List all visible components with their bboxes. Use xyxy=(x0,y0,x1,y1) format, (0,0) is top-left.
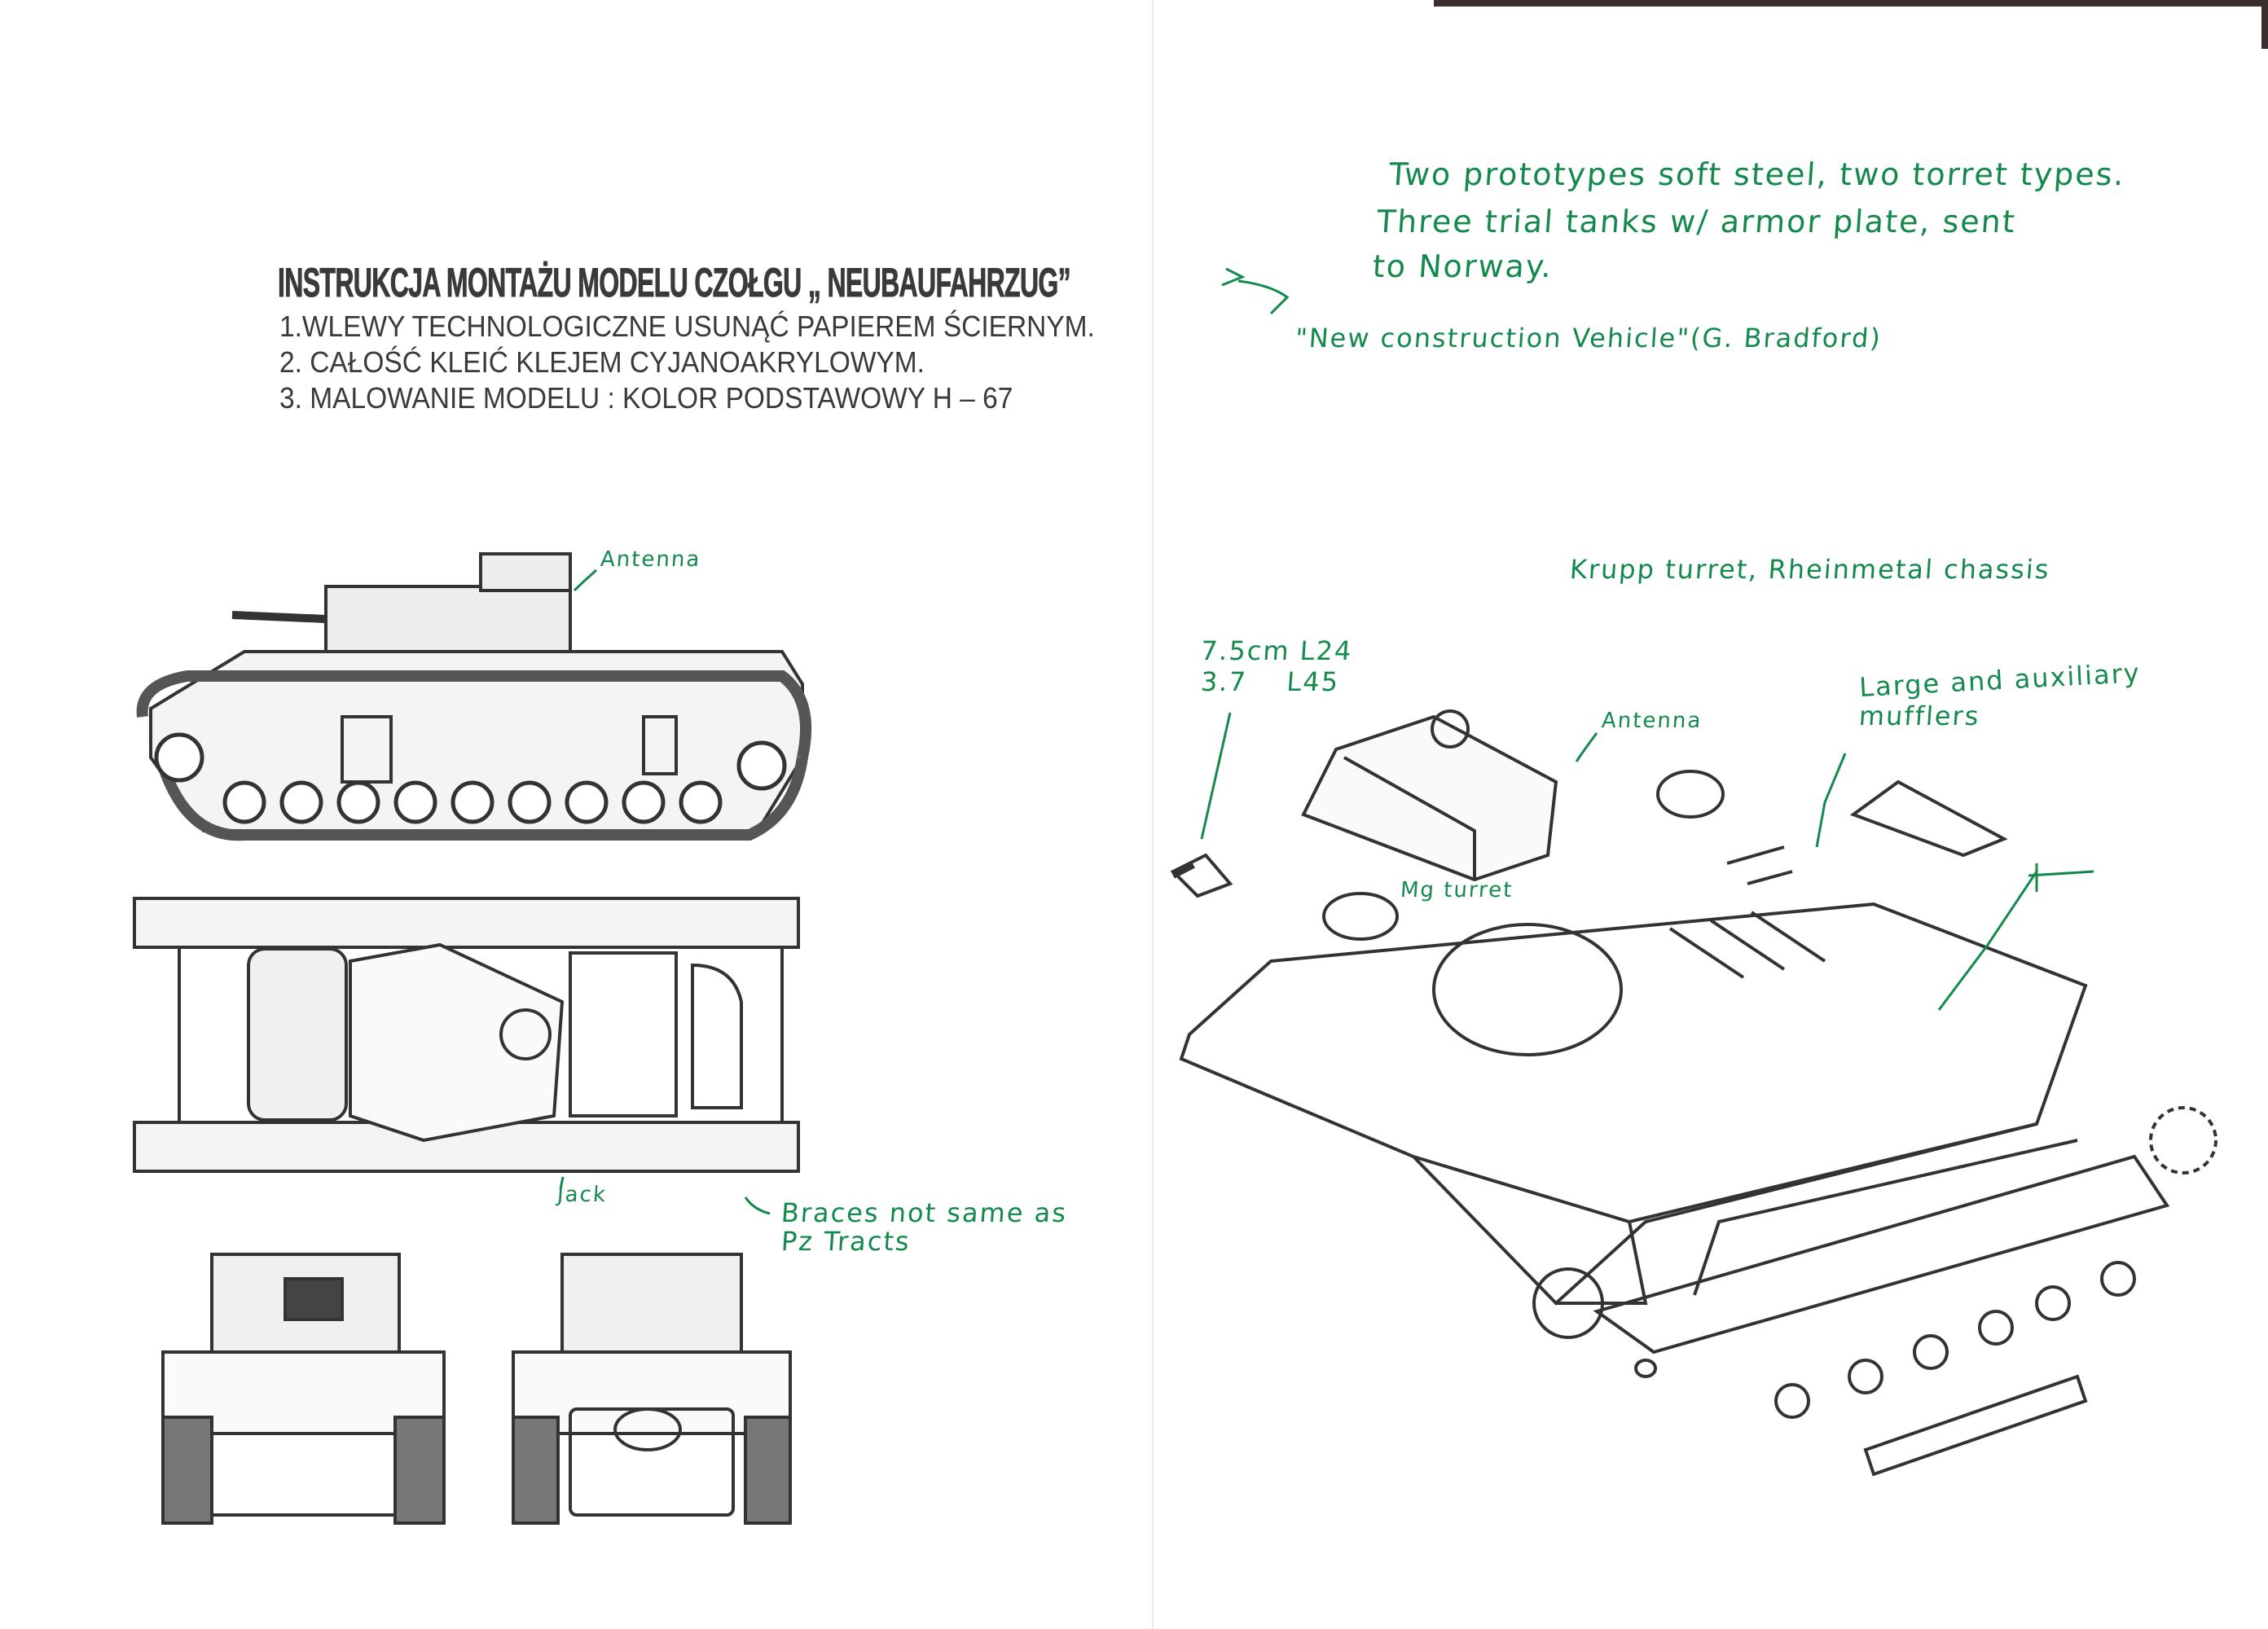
label-antenna-side: Antenna xyxy=(599,547,702,572)
top-view-drawing xyxy=(133,897,800,1173)
instruction-2: 2. CAŁOŚĆ KLEIĆ KLEJEM CYJANOAKRYLOWYM. xyxy=(279,345,925,379)
page-fold-line xyxy=(1152,0,1154,1629)
annotation-pointers xyxy=(559,267,2094,1215)
note-history-2: Three trial tanks w/ armor plate, sent xyxy=(1375,204,2018,239)
exploded-turret-drawing xyxy=(1170,709,2008,941)
page-title: INSTRUKCJA MONTAŻU MODELU CZOŁGU „ NEUBA… xyxy=(278,260,1071,306)
note-translation: "New construction Vehicle"(G. Bradford) xyxy=(1294,323,1883,353)
rear-view-drawing xyxy=(512,1253,792,1525)
label-jack: Jack xyxy=(556,1183,609,1207)
note-history-3: to Norway. xyxy=(1371,248,1554,284)
instruction-1: 1.WLEWY TECHNOLOGICZNE USUNĄĆ PAPIEREM Ś… xyxy=(279,310,1095,343)
label-gun-37: 3.7 L45 xyxy=(1199,666,1341,697)
label-gun-75cm: 7.5cm L24 xyxy=(1199,635,1354,666)
instruction-3: 3. MALOWANIE MODELU : KOLOR PODSTAWOWY H… xyxy=(279,381,1013,415)
exploded-suspension-drawing xyxy=(1532,1106,2217,1477)
note-history-1: Two prototypes soft steel, two torret ty… xyxy=(1387,156,2127,192)
label-braces-2: Pz Tracts xyxy=(780,1226,912,1257)
exploded-hull-drawing xyxy=(1179,902,2088,1306)
label-antenna-turret: Antenna xyxy=(1600,709,1703,733)
label-mg-turret: Mg turret xyxy=(1399,878,1514,902)
note-krupp-turret: Krupp turret, Rheinmetal chassis xyxy=(1568,554,2051,585)
label-mufflers-2: mufflers xyxy=(1857,700,1981,731)
scan-edge-right xyxy=(2261,0,2268,49)
label-braces-1: Braces not same as xyxy=(780,1197,1069,1228)
front-view-drawing xyxy=(161,1253,446,1525)
side-view-drawing xyxy=(136,552,812,841)
scan-edge-top xyxy=(1434,0,2268,7)
